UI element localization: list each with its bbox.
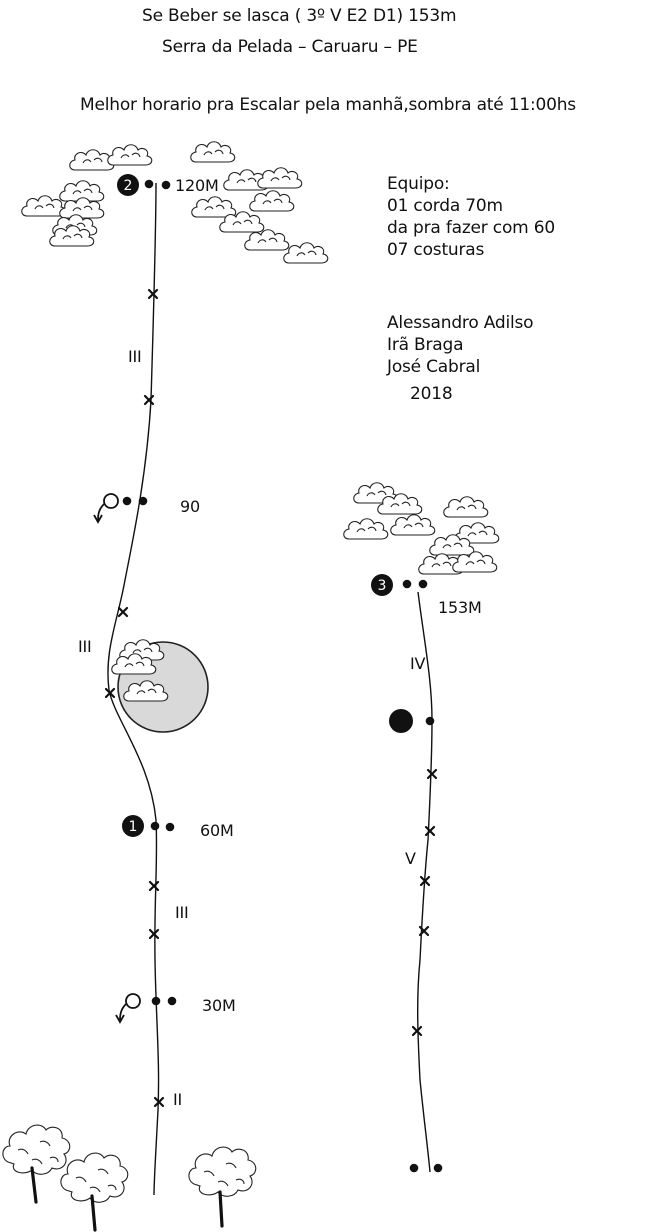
grade-label: III <box>78 637 92 656</box>
gear-heading: Equipo: <box>387 174 450 194</box>
cloud-icon <box>443 496 489 518</box>
bolt-icon <box>122 496 148 506</box>
cloud-icon <box>244 229 290 251</box>
author-name: Alessandro Adilso <box>387 313 534 333</box>
cloud-icon <box>107 144 153 166</box>
belay-1-distance-label: 60M <box>200 821 234 840</box>
rappel-30-label: 30M <box>202 996 236 1015</box>
svg-text:3: 3 <box>378 578 387 594</box>
bolt-icon <box>425 716 435 726</box>
tree-icon <box>188 1146 257 1228</box>
belay-2-distance-label: 120M <box>175 176 219 195</box>
route-line-left <box>107 182 160 1196</box>
cloud-icon <box>190 141 236 163</box>
tree-icon <box>60 1152 129 1232</box>
rappel-90-label: 90 <box>180 497 200 516</box>
gear-item: 07 costuras <box>387 240 485 260</box>
climbing-time-note: Melhor horario pra Escalar pela manhã,so… <box>80 95 576 115</box>
quickdraw-icon <box>411 1025 423 1037</box>
credits-year: 2018 <box>410 384 453 404</box>
quickdraw-icon <box>117 606 129 618</box>
bolt-icon <box>144 179 171 190</box>
cloud-icon <box>283 242 329 264</box>
bolt-icon <box>402 579 428 589</box>
quickdraw-icon <box>148 928 160 940</box>
quickdraw-icon <box>148 880 160 892</box>
quickdraw-icon <box>424 825 436 837</box>
author-name: Irã Braga <box>387 335 464 355</box>
belay-1-marker: 1 <box>122 815 144 837</box>
cloud-icon <box>257 167 303 189</box>
bolt-icon <box>409 1163 443 1173</box>
gear-item: 01 corda 70m <box>387 196 503 216</box>
rappel-ring-icon <box>115 993 141 1024</box>
tree-icon <box>2 1124 71 1204</box>
belay-3-distance-label: 153M <box>438 598 482 617</box>
grade-label: II <box>173 1090 183 1109</box>
svg-text:2: 2 <box>124 178 133 194</box>
rappel-ring-icon <box>93 493 119 524</box>
route-title: Se Beber se lasca ( 3º V E2 D1) 153m <box>142 6 457 26</box>
belay-3-marker: 3 <box>371 574 393 596</box>
cloud-icon <box>249 190 295 212</box>
cloud-icon <box>191 196 237 218</box>
quickdraw-icon <box>147 288 159 300</box>
route-location: Serra da Pelada – Caruaru – PE <box>162 37 418 57</box>
bolt-icon <box>150 821 175 832</box>
quickdraw-icon <box>143 394 155 406</box>
belay-marker <box>389 709 413 733</box>
route-line-right <box>417 591 433 1173</box>
cloud-icon <box>21 195 67 217</box>
cloud-icon <box>390 514 436 536</box>
grade-label: III <box>175 903 189 922</box>
grade-label: IV <box>410 654 426 673</box>
svg-text:1: 1 <box>129 819 138 835</box>
author-name: José Cabral <box>387 357 481 377</box>
grade-label: V <box>405 849 416 868</box>
quickdraw-icon <box>426 768 438 780</box>
cloud-icon <box>69 149 115 171</box>
bolt-icon <box>151 996 177 1006</box>
grade-label: III <box>128 347 142 366</box>
cloud-icon <box>343 518 389 540</box>
gear-item: da pra fazer com 60 <box>387 218 555 238</box>
belay-2-marker: 2 <box>117 174 139 196</box>
